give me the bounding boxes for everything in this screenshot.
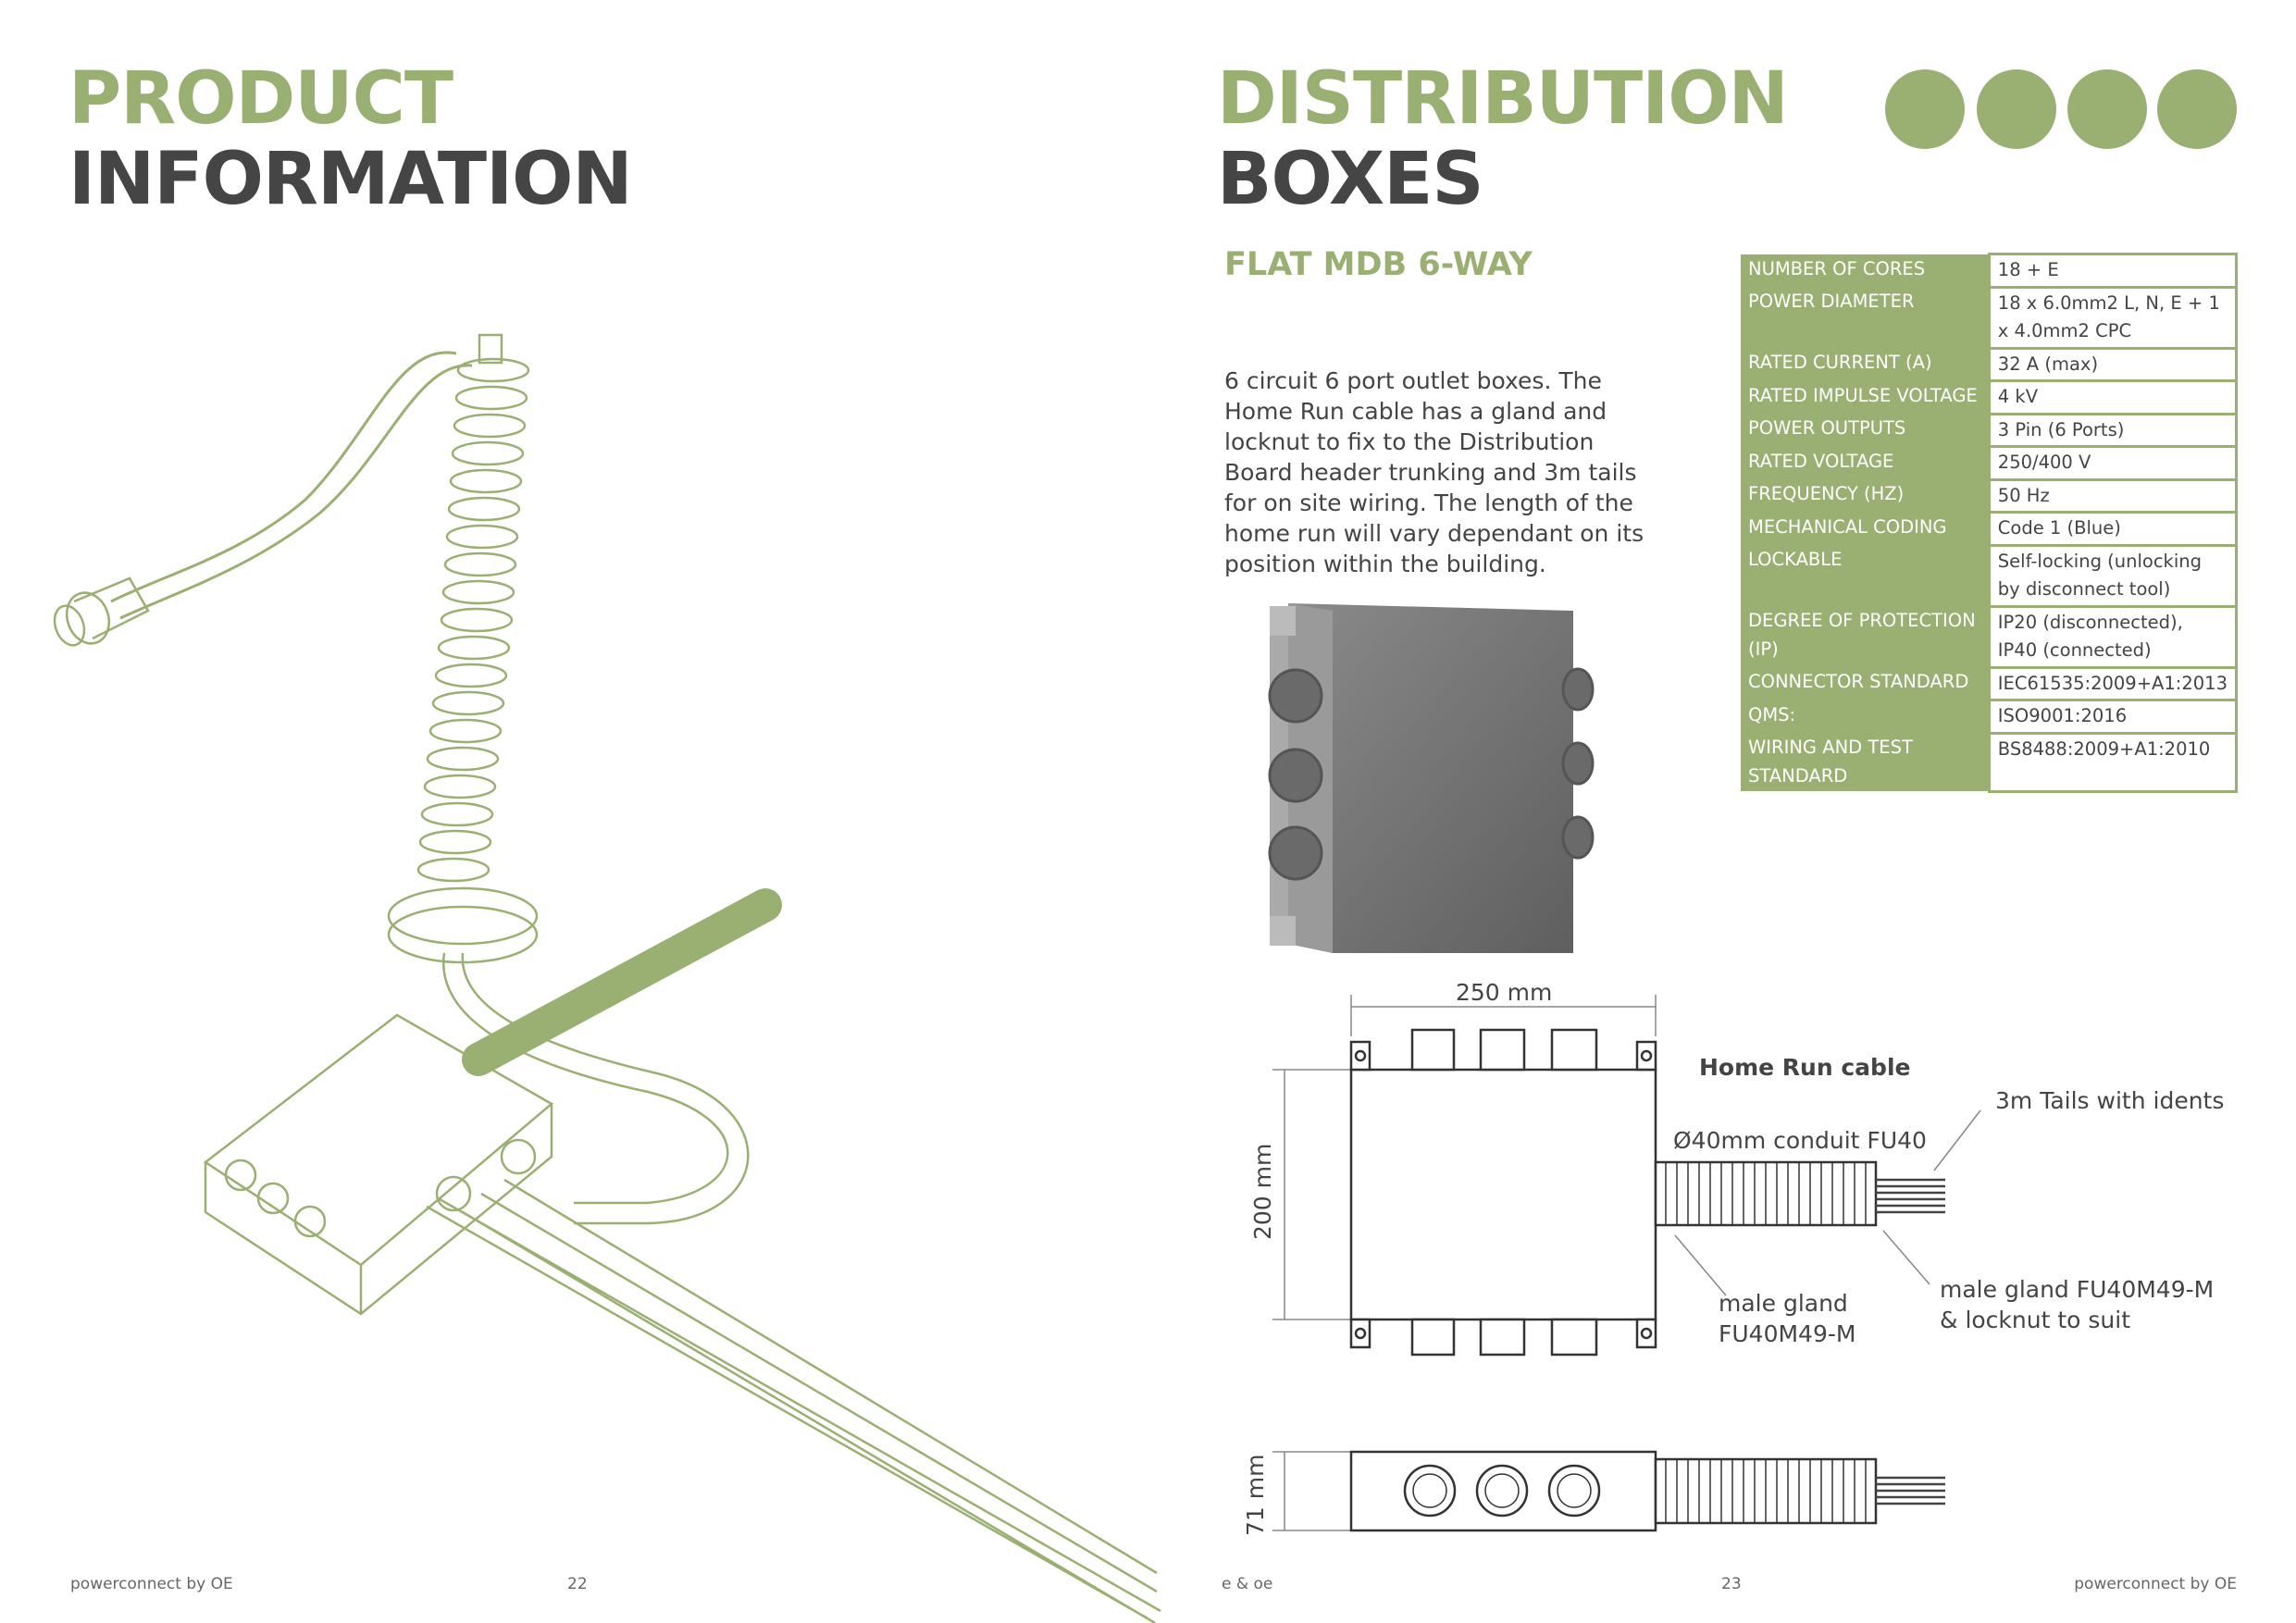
gland-locknut-label-line2: & locknut to suit (1940, 1307, 2131, 1333)
spec-label: NUMBER OF CORES (1741, 254, 1990, 287)
product-description: 6 circuit 6 port outlet boxes. The Home … (1224, 367, 1644, 577)
right-title-line2: BOXES (1217, 138, 1484, 221)
spec-label: CONNECTOR STANDARD (1741, 667, 1990, 700)
spec-label: DEGREE OF PROTECTION (IP) (1741, 606, 1990, 667)
spec-value: IP20 (disconnected), IP40 (connected) (1987, 604, 2239, 669)
spec-row: QMS:ISO9001:2016 (1741, 699, 2239, 735)
left-title-line2: INFORMATION (68, 138, 633, 221)
left-title-line1: PRODUCT (68, 57, 453, 141)
tails-label: 3m Tails with idents (1995, 1087, 2225, 1114)
home-run-label: Home Run cable (1699, 1054, 1911, 1081)
width-dimension: 250 mm (1456, 979, 1553, 1006)
left-footer-brand: powerconnect by OE (70, 1575, 233, 1593)
spec-value: 4 kV (1987, 379, 2239, 415)
spec-value: 250/400 V (1987, 445, 2239, 481)
conduit-label: Ø40mm conduit FU40 (1673, 1127, 1927, 1154)
spec-label: RATED CURRENT (A) (1741, 348, 1990, 381)
spec-label: POWER OUTPUTS (1741, 414, 1990, 447)
technical-drawing (1272, 995, 1981, 1532)
spec-label: LOCKABLE (1741, 545, 1990, 606)
spec-row: DEGREE OF PROTECTION (IP)IP20 (disconnec… (1741, 604, 2239, 669)
spec-label: QMS: (1741, 700, 1990, 733)
spec-label: WIRING AND TEST STANDARD (1741, 733, 1990, 791)
spec-row: FREQUENCY (HZ)50 Hz (1741, 477, 2239, 514)
spec-value: BS8488:2009+A1:2010 (1987, 731, 2239, 793)
gland-locknut-label-line1: male gland FU40M49-M (1940, 1276, 2215, 1303)
depth-dimension: 71 mm (1242, 1454, 1269, 1536)
gland-label-line1: male gland (1719, 1290, 1848, 1317)
gland-label-line2: FU40M49-M (1719, 1320, 1856, 1347)
spec-value: Self-locking (unlocking by disconnect to… (1987, 543, 2239, 608)
spec-label: POWER DIAMETER (1741, 287, 1990, 348)
right-title-line1: DISTRIBUTION (1217, 57, 1789, 141)
height-dimension: 200 mm (1249, 1143, 1276, 1240)
spec-label: RATED VOLTAGE (1741, 446, 1990, 479)
product-name: FLAT MDB 6-WAY (1224, 246, 1533, 283)
spec-value: 18 x 6.0mm2 L, N, E + 1 x 4.0mm2 CPC (1987, 285, 2239, 350)
spec-label: RATED IMPULSE VOLTAGE (1741, 380, 1990, 414)
right-footer-eoe: e & oe (1222, 1575, 1273, 1593)
spec-label: MECHANICAL CODING (1741, 512, 1990, 545)
right-page-number: 23 (1721, 1575, 1742, 1593)
spec-value: Code 1 (Blue) (1987, 511, 2239, 547)
spec-value: 18 + E (1987, 253, 2239, 289)
spec-value: 50 Hz (1987, 477, 2239, 514)
product-photo (1268, 603, 1595, 953)
spec-value: ISO9001:2016 (1987, 699, 2239, 735)
green-conduit (462, 888, 782, 1076)
spec-value: 32 A (max) (1987, 346, 2239, 382)
spec-label: FREQUENCY (HZ) (1741, 479, 1990, 513)
spec-value: IEC61535:2009+A1:2013 (1987, 665, 2239, 701)
left-page-number: 22 (567, 1575, 588, 1593)
decorative-circles (1885, 69, 2237, 149)
spec-value: 3 Pin (6 Ports) (1987, 412, 2239, 448)
right-footer-brand: powerconnect by OE (2074, 1575, 2237, 1593)
installation-illustration (53, 333, 1161, 1623)
spec-row: RATED CURRENT (A)32 A (max) (1741, 346, 2239, 382)
